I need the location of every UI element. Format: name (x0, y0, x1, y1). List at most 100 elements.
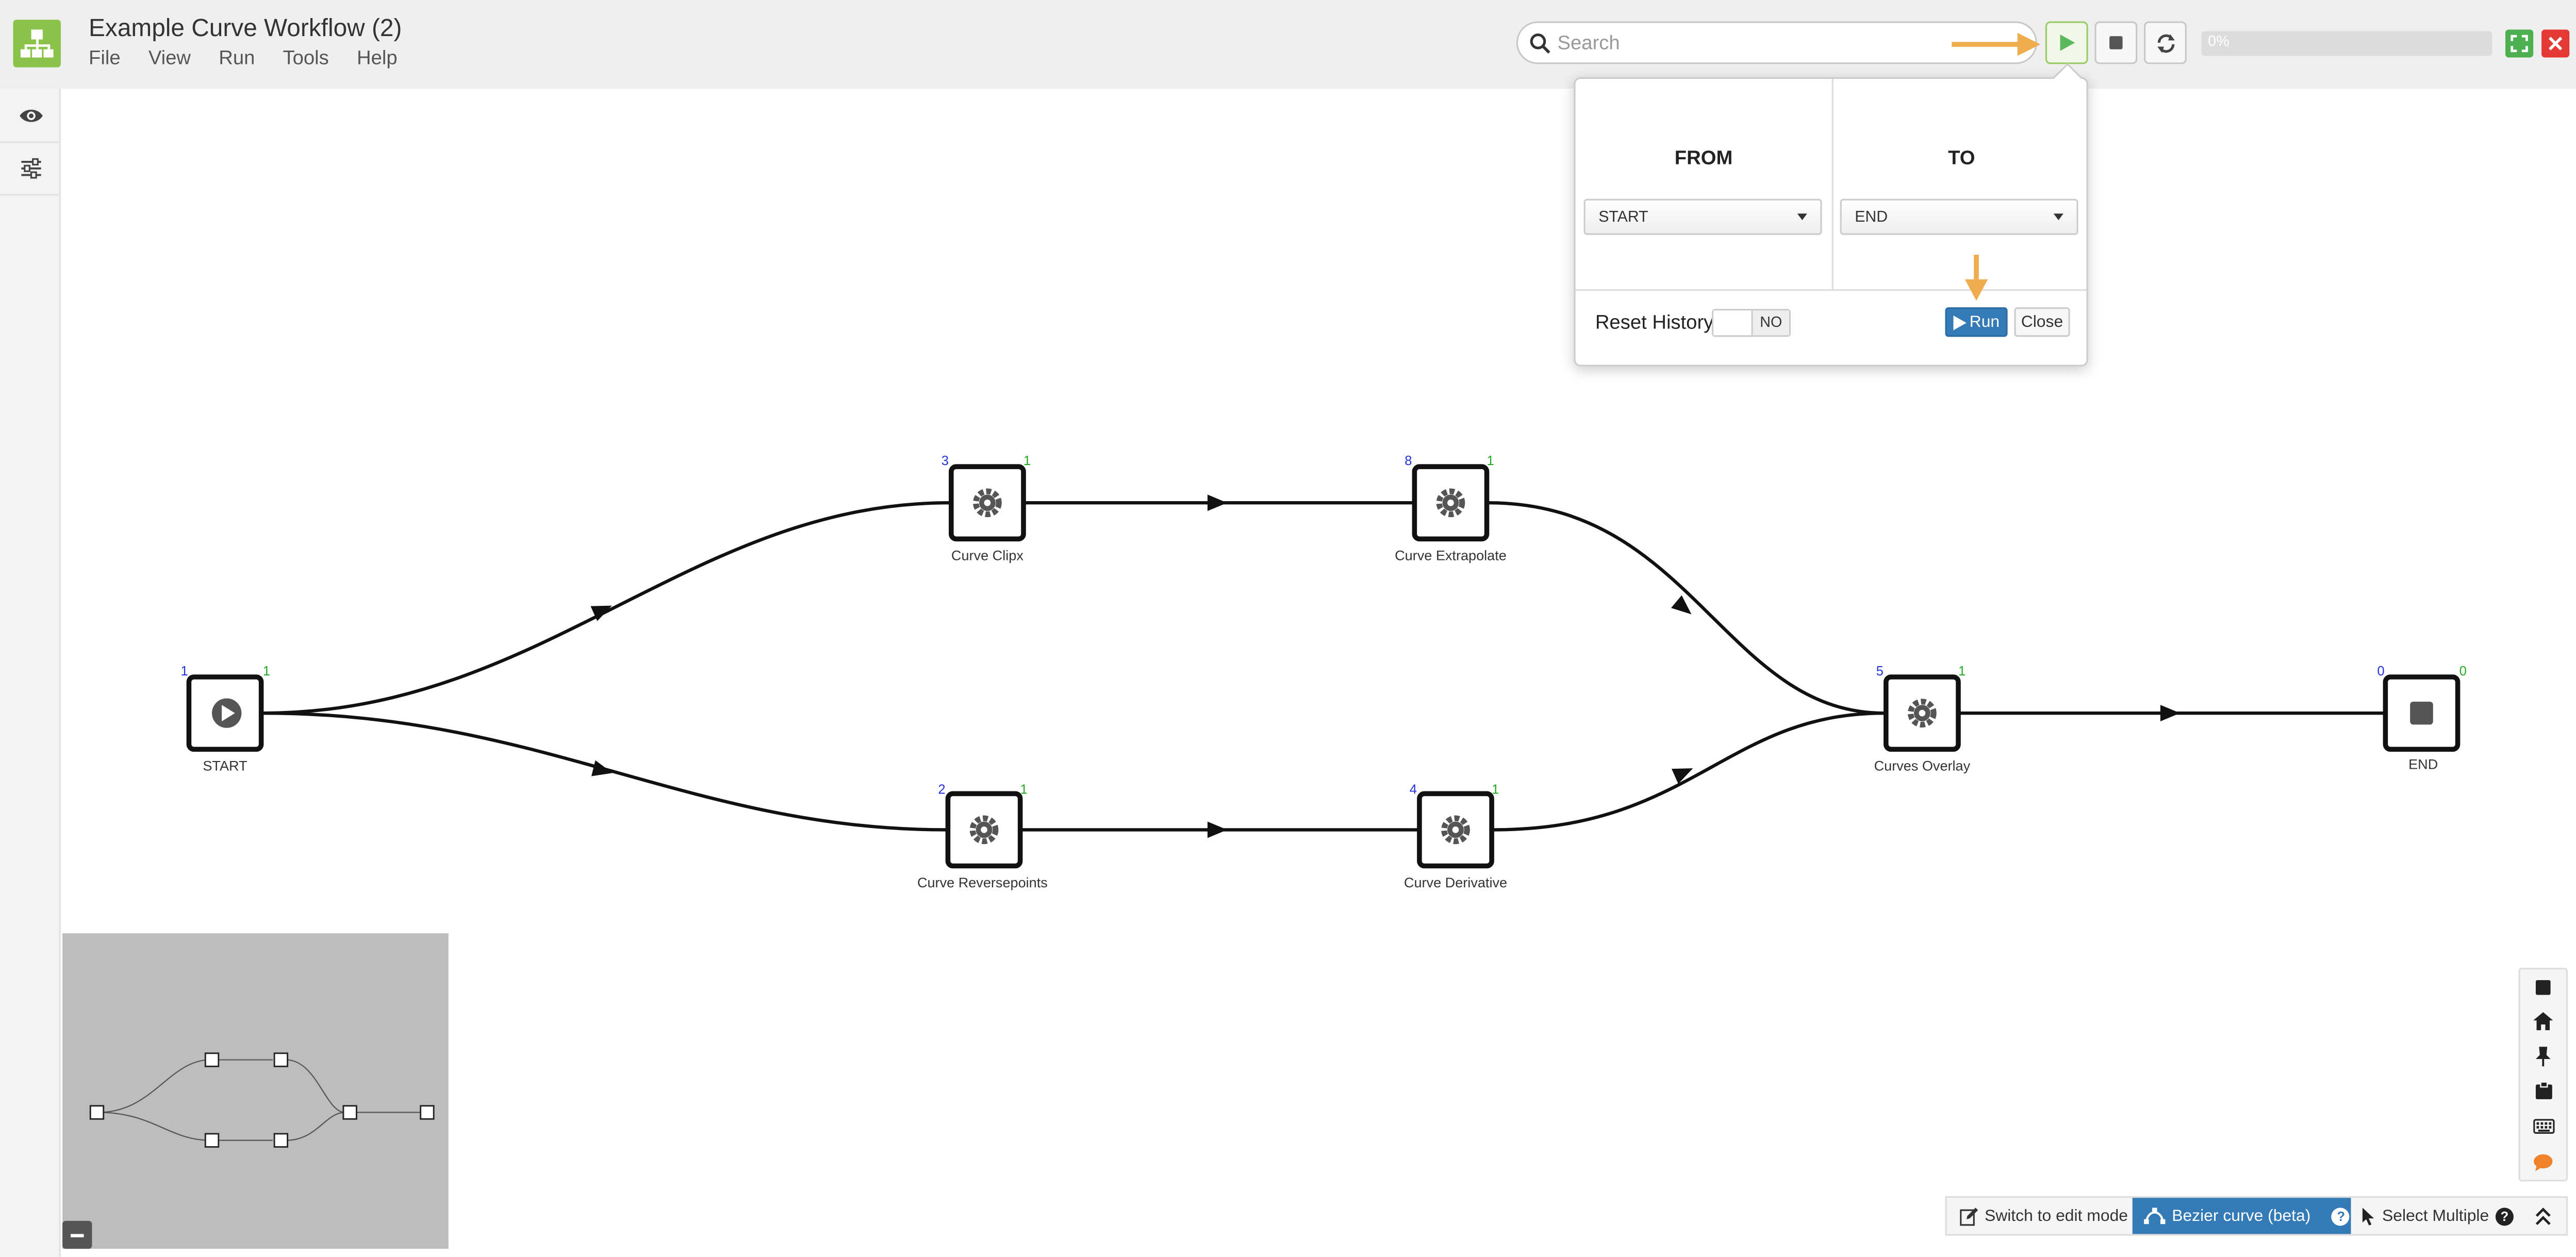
node-out-count: 1 (1487, 454, 1494, 468)
node-curve-reversepoints[interactable]: 2 1 Curve Reversepoints (917, 782, 1048, 890)
run-button[interactable] (2045, 21, 2088, 64)
stop-button[interactable] (2094, 21, 2138, 64)
help-icon[interactable]: ? (2332, 1206, 2350, 1225)
menu-help[interactable]: Help (356, 46, 398, 69)
node-in-count: 3 (942, 454, 949, 468)
select-multiple-label: Select Multiple (2382, 1206, 2489, 1225)
search-box (1516, 21, 2037, 64)
minimap-preview (89, 1052, 435, 1148)
to-select-value: END (1855, 208, 1888, 227)
node-label: END (2408, 756, 2438, 772)
menu-tools[interactable]: Tools (283, 46, 329, 69)
edge-arrowhead (591, 760, 613, 776)
minimap[interactable] (62, 933, 449, 1249)
node-label: START (203, 758, 247, 774)
tool-comment[interactable] (2520, 1145, 2566, 1180)
tool-clipboard[interactable] (2520, 1073, 2566, 1107)
from-select-value: START (1598, 208, 1648, 227)
progress-text: 0% (2208, 32, 2230, 49)
annotation-arrow (1952, 32, 2041, 56)
node-out-count: 1 (1023, 454, 1031, 468)
gear-icon (1436, 488, 1465, 518)
search-icon (1530, 34, 1550, 54)
bezier-curve-toggle[interactable]: Bezier curve (beta) ? (2132, 1198, 2351, 1234)
minus-icon (71, 1233, 84, 1237)
run-popover: FROM TO START END Reset History: NO Run … (1574, 63, 2088, 367)
to-select[interactable]: END (1840, 199, 2078, 235)
stop-icon (2535, 979, 2551, 995)
tool-home[interactable] (2520, 1004, 2566, 1038)
select-multiple-help[interactable]: ? (2495, 1198, 2514, 1234)
node-label: Curve Reversepoints (917, 874, 1048, 890)
node-in-count: 0 (2377, 664, 2384, 679)
app-header: Example Curve Workflow (2) File View Run… (0, 0, 2576, 89)
play-icon (1953, 315, 1967, 329)
close-icon (2548, 37, 2563, 51)
sidebar-item-settings[interactable] (0, 141, 61, 196)
collapse-bar-button[interactable] (2535, 1198, 2551, 1234)
edge-arrowhead (1671, 595, 1692, 615)
toggle-state: NO (1753, 310, 1789, 336)
sidebar-item-view[interactable] (0, 89, 61, 143)
close-label: Close (2021, 313, 2063, 332)
select-multiple-button[interactable]: Select Multiple (2362, 1198, 2489, 1234)
edge-arrowhead (2160, 705, 2181, 722)
search-input[interactable] (1557, 28, 2018, 58)
bezier-curve-label: Bezier curve (beta) (2172, 1206, 2311, 1225)
node-curve-clipx[interactable]: 3 1 Curve Clipx (942, 454, 1031, 564)
gear-icon (1908, 699, 1937, 728)
switch-edit-mode-button[interactable]: Switch to edit mode (1960, 1198, 2128, 1234)
node-label: Curve Clipx (951, 548, 1023, 564)
tool-keyboard[interactable] (2520, 1109, 2566, 1144)
gear-icon (969, 815, 999, 845)
close-window-button[interactable] (2541, 29, 2570, 58)
node-end[interactable]: 0 0 END (2377, 664, 2466, 772)
bottom-toolbar: Switch to edit mode Bezier curve (beta) … (1945, 1196, 2568, 1236)
from-select[interactable]: START (1583, 199, 1822, 235)
tool-pin[interactable] (2520, 1038, 2566, 1073)
node-in-count: 2 (938, 782, 945, 797)
node-curve-extrapolate[interactable]: 8 1 Curve Extrapolate (1395, 454, 1507, 564)
node-curve-derivative[interactable]: 4 1 Curve Derivative (1404, 782, 1507, 890)
node-start[interactable]: 1 1 START (180, 664, 270, 774)
menu-view[interactable]: View (148, 46, 191, 69)
edge-derivative-overlay[interactable] (1493, 711, 1885, 832)
to-heading: TO (1948, 146, 1975, 170)
left-sidebar (0, 89, 61, 1257)
node-out-count: 1 (1492, 782, 1499, 797)
canvas-tools (2518, 968, 2568, 1182)
edge-arrowhead (1207, 821, 1228, 838)
minimap-collapse-button[interactable] (62, 1220, 92, 1249)
node-in-count: 5 (1876, 664, 1884, 679)
node-curves-overlay[interactable]: 5 1 Curves Overlay (1874, 664, 1971, 774)
menu-file[interactable]: File (89, 46, 121, 69)
play-icon (2060, 34, 2075, 51)
run-confirm-button[interactable]: Run (1945, 307, 2008, 337)
tool-stop[interactable] (2520, 969, 2566, 1004)
stop-icon (2109, 36, 2123, 49)
run-progress-bar: 0% (2201, 31, 2492, 56)
refresh-icon (2156, 33, 2174, 53)
reset-history-label: Reset History: (1595, 310, 1719, 334)
refresh-button[interactable] (2144, 21, 2187, 64)
workflow-tree-icon[interactable] (13, 20, 61, 68)
edge-extrapolate-overlay[interactable] (1488, 501, 1885, 715)
close-popover-button[interactable]: Close (2014, 307, 2070, 337)
edge-start-reversepoints[interactable] (262, 711, 947, 832)
node-label: Curve Extrapolate (1395, 548, 1507, 564)
edge-start-clipx[interactable] (262, 501, 950, 715)
node-out-count: 1 (263, 664, 270, 679)
chevron-down-icon (1797, 213, 1807, 221)
menu-bar: File View Run Tools Help (89, 46, 398, 69)
node-out-count: 0 (2459, 664, 2467, 679)
node-label: Curves Overlay (1874, 758, 1971, 774)
menu-run[interactable]: Run (219, 46, 255, 69)
fullscreen-button[interactable] (2505, 29, 2534, 58)
home-icon (2533, 1012, 2553, 1031)
node-in-count: 8 (1405, 454, 1412, 468)
keyboard-icon (2532, 1119, 2554, 1134)
play-icon-triangle (222, 705, 235, 722)
reset-history-toggle[interactable]: NO (1712, 309, 1791, 337)
cursor-icon (2362, 1206, 2374, 1225)
